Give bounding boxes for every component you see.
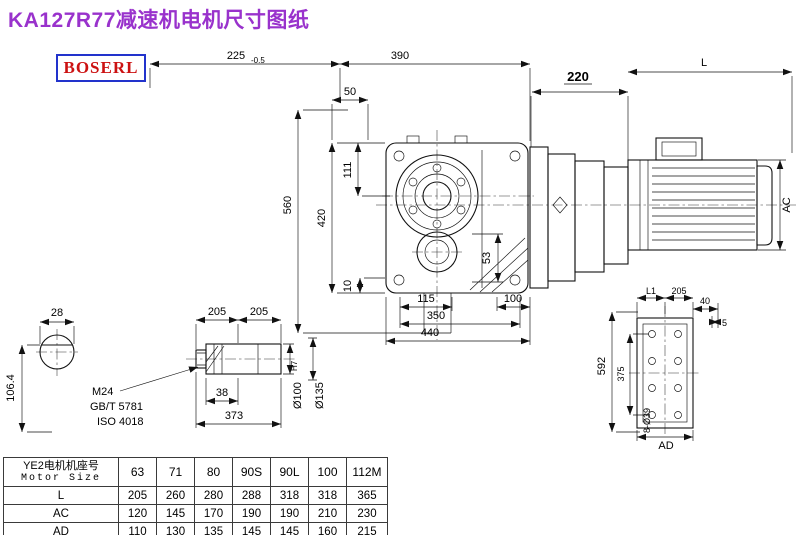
dim-100H7: Ø100 (292, 382, 304, 409)
motor-size-table: YE2电机机座号 Motor Size 63 71 80 90S 90L 100… (3, 457, 388, 535)
table-cell: 90S (232, 457, 271, 487)
dim-40: 40 (700, 296, 710, 306)
fan-cover (756, 165, 773, 246)
dim-100: 100 (504, 293, 522, 305)
dim-AC: AC (781, 197, 793, 212)
dim-28: 28 (51, 307, 63, 319)
shaft-cross-section (39, 334, 75, 370)
table-header-label: YE2电机机座号 Motor Size (3, 457, 119, 487)
label-iso-standard: ISO 4018 (97, 416, 143, 428)
table-cell: 170 (194, 504, 233, 523)
dim-53: 53 (481, 252, 493, 264)
table-cell: 112M (346, 457, 388, 487)
dim-220: 220 (567, 69, 589, 84)
table-cell: 135 (194, 522, 233, 535)
shaft-side-view (195, 343, 282, 375)
row-label: L (3, 486, 119, 505)
dim-205-b: 205 (250, 306, 268, 318)
table-cell: 190 (232, 504, 271, 523)
adapter-view (529, 146, 629, 289)
page-title: KA127R77减速机电机尺寸图纸 (8, 9, 310, 32)
table-cell: 205 (118, 486, 157, 505)
dim-38: 38 (216, 387, 228, 399)
dim-100H7-fit: H7 (290, 360, 299, 371)
table-row: AD 110 130 135 145 145 160 215 (3, 522, 388, 535)
motor-view (627, 137, 773, 251)
dim-390: 390 (391, 50, 409, 62)
dim-225: 225 (227, 50, 245, 62)
motor-size-label-en: Motor Size (20, 472, 101, 484)
boserl-logo-text: BOSERL (63, 58, 139, 77)
table-cell: 318 (308, 486, 347, 505)
dim-440: 440 (421, 327, 439, 339)
dim-375: 375 (616, 366, 626, 381)
table-cell: 120 (118, 504, 157, 523)
table-cell: 145 (156, 504, 195, 523)
table-row: AC 120 145 170 190 190 210 230 (3, 504, 388, 523)
dim-205-c: 205 (671, 286, 686, 296)
label-m24: M24 (92, 386, 113, 398)
dim-115: 115 (417, 293, 435, 305)
table-cell: 130 (156, 522, 195, 535)
table-cell: 215 (346, 522, 388, 535)
dim-AD: AD (658, 440, 673, 452)
table-cell: 110 (118, 522, 157, 535)
table-cell: 365 (346, 486, 388, 505)
dim-L: L (701, 57, 707, 69)
table-cell: 63 (118, 457, 157, 487)
dim-50: 50 (344, 86, 356, 98)
dimension-labels: 225 -0.5 390 50 220 L AC 560 420 111 10 … (5, 50, 793, 452)
boserl-logo: BOSERL (56, 54, 146, 82)
table-row: L 205 260 280 288 318 318 365 (3, 486, 388, 505)
motor-size-label-cn: YE2电机机座号 (23, 459, 99, 472)
table-cell: 145 (270, 522, 309, 535)
table-cell: 71 (156, 457, 195, 487)
table-cell: 280 (194, 486, 233, 505)
row-label: AD (3, 522, 119, 535)
terminal-box (655, 137, 703, 161)
label-gb-standard: GB/T 5781 (90, 401, 143, 413)
dim-10: 10 (342, 280, 354, 292)
table-cell: 260 (156, 486, 195, 505)
dim-106-4: 106.4 (5, 374, 17, 402)
table-cell: 230 (346, 504, 388, 523)
dim-350: 350 (427, 310, 445, 322)
dim-5: 5 (722, 318, 727, 328)
dim-L1: L1 (646, 286, 656, 296)
table-cell: 90L (270, 457, 309, 487)
table-header-row: YE2电机机座号 Motor Size 63 71 80 90S 90L 100… (3, 457, 388, 487)
table-cell: 80 (194, 457, 233, 487)
table-cell: 318 (270, 486, 309, 505)
dim-420: 420 (316, 209, 328, 227)
center-lines (36, 130, 796, 434)
technical-drawing: 225 -0.5 390 50 220 L AC 560 420 111 10 … (5, 50, 796, 452)
table-cell: 190 (270, 504, 309, 523)
dim-111: 111 (342, 162, 354, 179)
table-cell: 160 (308, 522, 347, 535)
dim-135: Ø135 (314, 382, 326, 409)
dimension-lines (18, 60, 793, 441)
table-cell: 288 (232, 486, 271, 505)
dim-205-a: 205 (208, 306, 226, 318)
table-cell: 100 (308, 457, 347, 487)
table-cell: 145 (232, 522, 271, 535)
dim-225-tolerance: -0.5 (251, 56, 265, 65)
dim-373: 373 (225, 410, 243, 422)
row-label: AC (3, 504, 119, 523)
dim-8-holes-39: 8-Ø39 (642, 408, 652, 433)
table-cell: 210 (308, 504, 347, 523)
dim-592: 592 (596, 357, 608, 375)
dim-560: 560 (282, 196, 294, 214)
